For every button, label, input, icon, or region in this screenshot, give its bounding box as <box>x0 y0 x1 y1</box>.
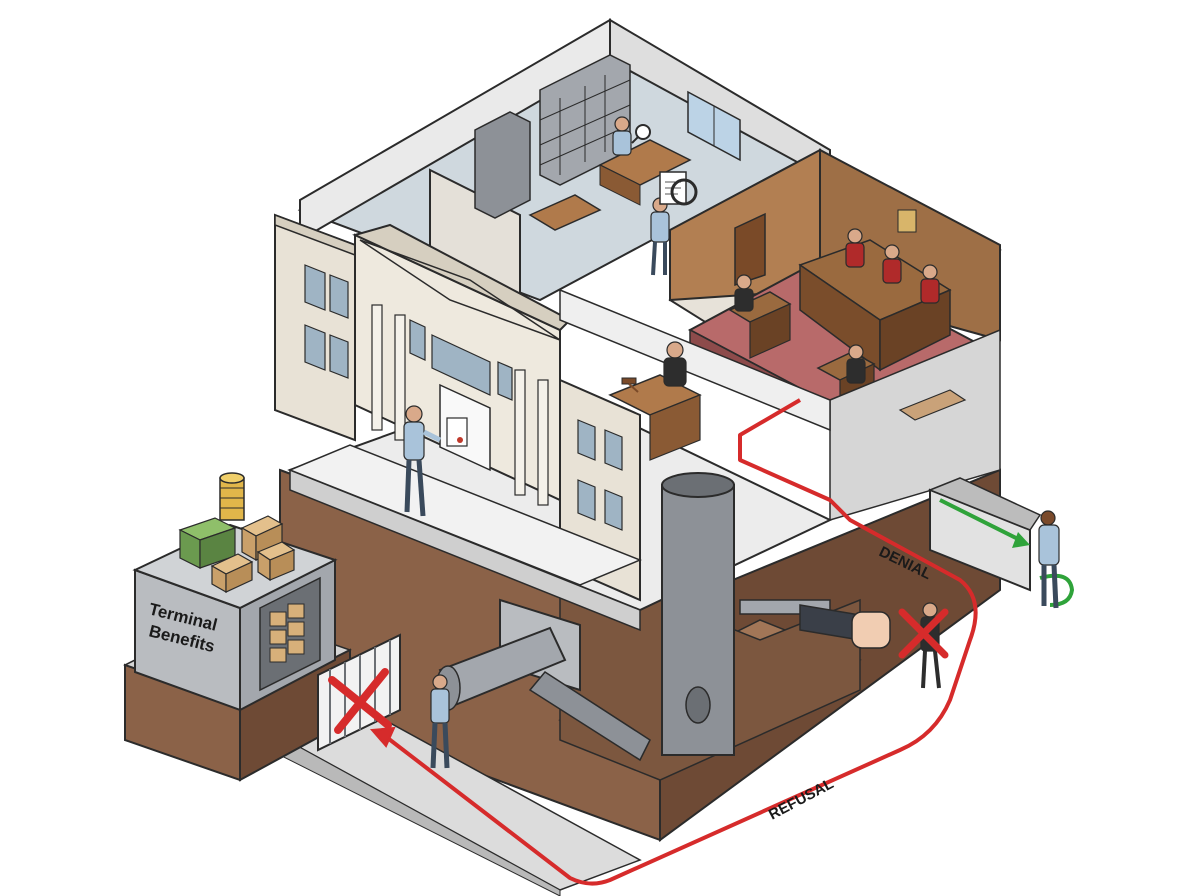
facade <box>274 213 642 602</box>
judge <box>882 244 902 284</box>
courtroom <box>668 148 1002 522</box>
magnifier-icon <box>670 178 698 206</box>
retiree <box>430 674 450 769</box>
horizontal-pipe <box>435 598 651 762</box>
coin-stack-icon <box>219 472 245 521</box>
denial-refusal-arrow <box>369 398 978 886</box>
emblem-icon <box>897 209 917 233</box>
records-officer <box>612 116 651 156</box>
judge <box>845 228 865 268</box>
court-clerk <box>734 274 754 312</box>
inspector <box>650 171 698 276</box>
terminal-benefits-vault: Terminal Benefits <box>123 472 352 782</box>
exiting-person <box>1038 510 1075 609</box>
blocked-person <box>898 602 949 689</box>
officer <box>663 341 687 387</box>
petitioner <box>403 405 442 517</box>
gavel-icon <box>621 377 639 393</box>
advocate <box>846 344 866 384</box>
judge <box>920 264 940 304</box>
cross-icon <box>328 668 392 734</box>
exit-tunnel <box>927 477 1042 592</box>
fist-icon <box>799 604 891 649</box>
rupee-box-icon <box>210 515 296 594</box>
rupee-box-icon <box>269 603 305 663</box>
cross-icon <box>898 608 949 659</box>
magnifier-icon <box>631 124 651 144</box>
file-cabinet-icon <box>474 54 631 219</box>
refusal-label: REFUSAL <box>766 775 837 823</box>
document-icon <box>446 417 468 447</box>
blocked-gate <box>317 633 401 752</box>
order-office <box>559 288 831 461</box>
